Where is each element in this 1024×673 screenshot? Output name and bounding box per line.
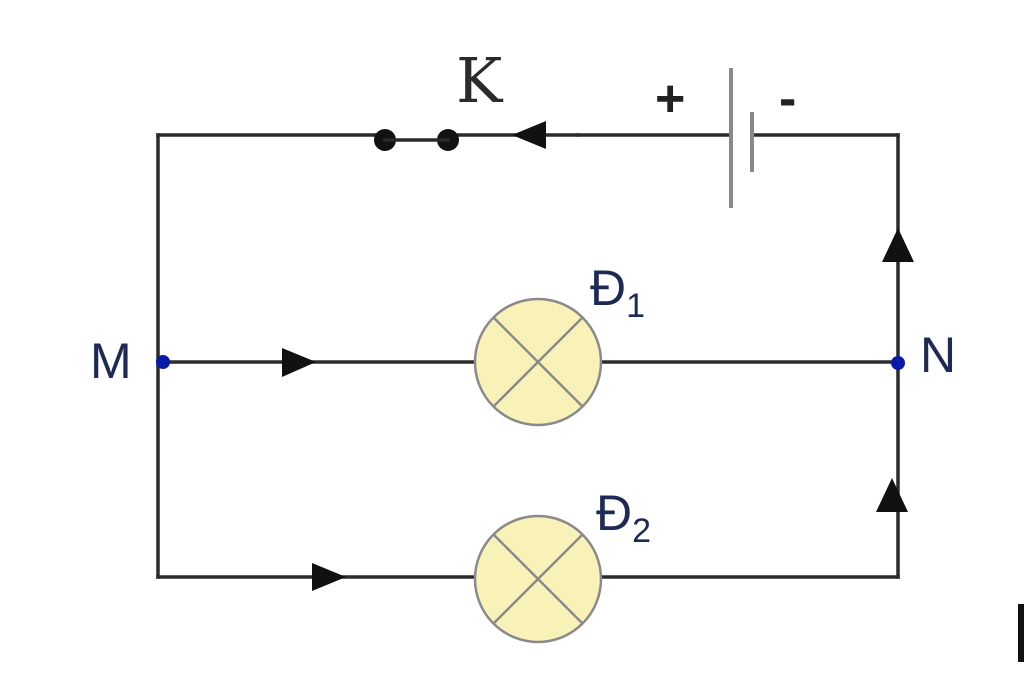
lamp-d2-label: Đ2 <box>596 485 651 550</box>
lamp-d2-subscript: 2 <box>632 512 651 550</box>
battery-minus-label: - <box>779 70 796 128</box>
current-arrows <box>282 121 914 591</box>
battery-plus-label: + <box>655 70 685 128</box>
arrow-top-left <box>512 121 546 149</box>
node-n-dot <box>891 356 905 370</box>
node-n-label: N <box>920 327 956 383</box>
lamp-d1-filament-b <box>493 317 583 407</box>
node-m-label: M <box>90 333 132 389</box>
lamp-d2: Đ2 <box>473 485 651 644</box>
switch-label: K <box>456 44 504 117</box>
lamp-d2-filament-b <box>493 534 583 624</box>
node-m-dot <box>156 355 170 369</box>
lamp-d1: Đ1 <box>473 260 645 427</box>
lamp-d1-label: Đ1 <box>590 260 645 325</box>
lamp-d2-letter: Đ <box>596 485 632 541</box>
lamp-d1-letter: Đ <box>590 260 626 316</box>
junctions: M N <box>90 327 956 389</box>
switch-k: K <box>374 44 504 151</box>
lamp-d1-subscript: 1 <box>626 287 645 325</box>
arrow-right-lower-up <box>876 478 908 512</box>
arrow-middle-right <box>282 348 316 377</box>
arrow-bottom-right <box>312 563 346 591</box>
arrow-right-upper-up <box>882 228 914 262</box>
battery: + - <box>655 68 796 208</box>
edge-mark <box>1018 604 1024 662</box>
